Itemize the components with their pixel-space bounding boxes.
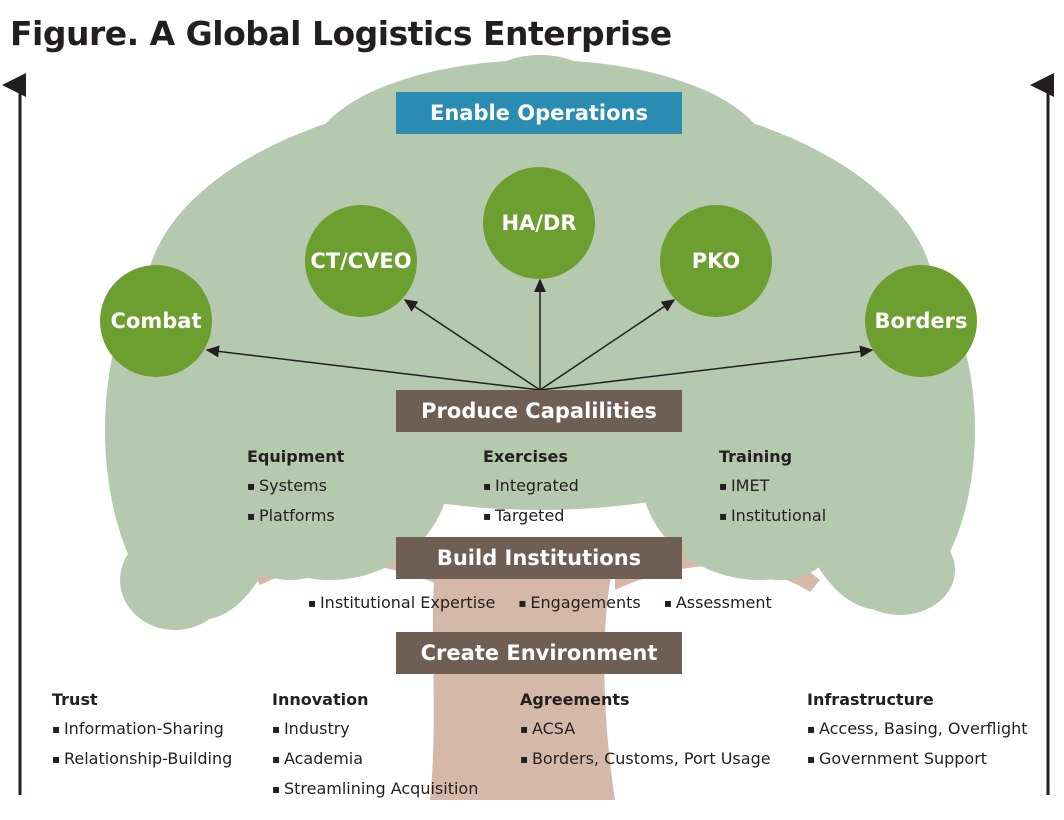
environment-group-trust: Trust Information-Sharing Relationship-B… xyxy=(52,685,232,774)
operation-circle-hadr: HA/DR xyxy=(483,167,595,279)
build-item: Engagements xyxy=(518,593,640,612)
enable-operations-box: Enable Operations xyxy=(396,92,682,134)
capability-item: Institutional xyxy=(719,501,826,531)
environment-item: Access, Basing, Overflight xyxy=(807,714,1028,744)
environment-item: Borders, Customs, Port Usage xyxy=(520,744,771,774)
operation-circle-pko: PKO xyxy=(660,205,772,317)
capability-group-training: Training IMET Institutional xyxy=(719,442,826,531)
environment-heading: Agreements xyxy=(520,690,630,709)
arrow-to-combat xyxy=(205,345,541,391)
environment-item: Relationship-Building xyxy=(52,744,232,774)
environment-item: Academia xyxy=(272,744,478,774)
environment-heading: Trust xyxy=(52,690,98,709)
page-title: Figure. A Global Logistics Enterprise xyxy=(10,14,672,53)
build-items-row: Institutional Expertise Engagements Asse… xyxy=(308,593,790,612)
operation-circle-borders: Borders xyxy=(865,265,977,377)
produce-capabilities-box: Produce Capalilities xyxy=(396,390,682,432)
environment-item: ACSA xyxy=(520,714,771,744)
capability-group-exercises: Exercises Integrated Targeted xyxy=(483,442,579,531)
environment-item: Industry xyxy=(272,714,478,744)
build-item: Institutional Expertise xyxy=(308,593,495,612)
capability-heading: Exercises xyxy=(483,447,568,466)
capability-heading: Equipment xyxy=(247,447,345,466)
environment-item: Government Support xyxy=(807,744,1028,774)
capability-item: Targeted xyxy=(483,501,579,531)
create-environment-box: Create Environment xyxy=(396,632,682,674)
capability-item: IMET xyxy=(719,471,826,501)
operation-circle-ctcveo: CT/CVEO xyxy=(305,205,417,317)
capability-group-equipment: Equipment Systems Platforms xyxy=(247,442,344,531)
capability-item: Integrated xyxy=(483,471,579,501)
arrow-to-pko xyxy=(539,299,676,391)
environment-group-agreements: Agreements ACSA Borders, Customs, Port U… xyxy=(520,685,771,774)
environment-heading: Infrastructure xyxy=(807,690,934,709)
capability-heading: Training xyxy=(719,447,793,466)
environment-item: Information-Sharing xyxy=(52,714,232,744)
capability-item: Systems xyxy=(247,471,344,501)
operation-circle-combat: Combat xyxy=(100,265,212,377)
environment-item: Streamlining Acquisition xyxy=(272,774,478,804)
environment-group-innovation: Innovation Industry Academia Streamlinin… xyxy=(272,685,478,804)
environment-heading: Innovation xyxy=(272,690,369,709)
arrow-to-borders xyxy=(539,345,874,391)
arrow-to-ctcveo xyxy=(403,299,541,391)
build-item: Assessment xyxy=(664,593,772,612)
capability-item: Platforms xyxy=(247,501,344,531)
environment-group-infrastructure: Infrastructure Access, Basing, Overfligh… xyxy=(807,685,1028,774)
build-institutions-box: Build Institutions xyxy=(396,537,682,579)
